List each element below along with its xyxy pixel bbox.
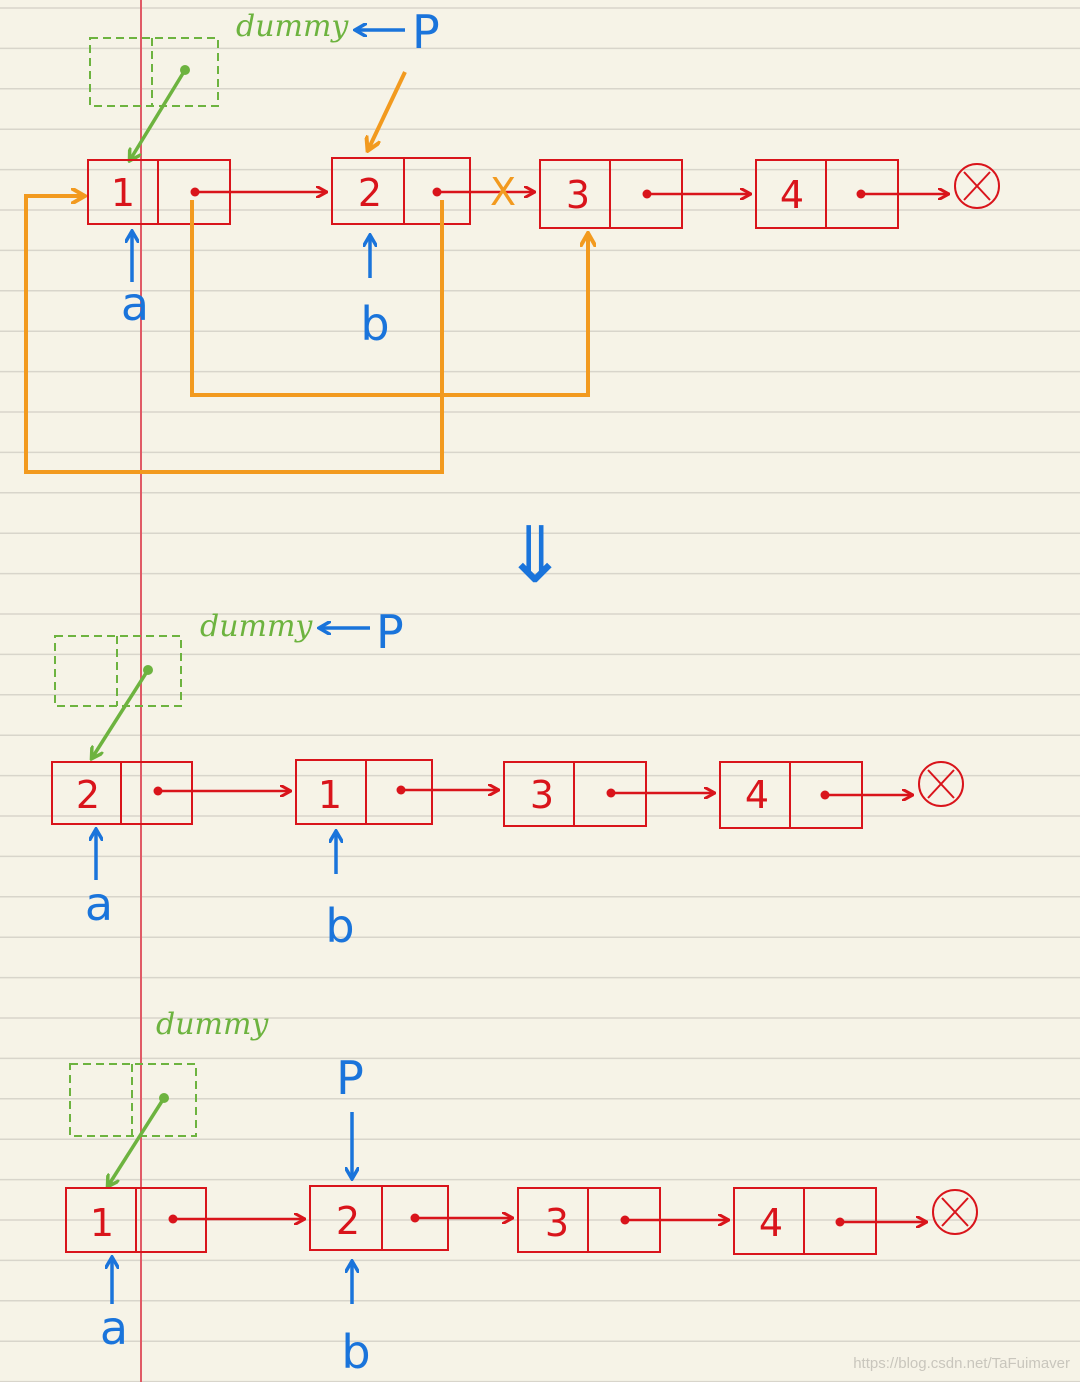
list-node: 2: [309, 1185, 449, 1251]
null-icon: [918, 761, 964, 807]
node-value: 2: [76, 773, 100, 817]
node-value: 4: [759, 1201, 783, 1245]
a-label: a: [121, 277, 149, 331]
rewire-a-to-c: [190, 200, 588, 397]
rewire-b-to-a: [24, 196, 444, 474]
dummy-next-arrow: [130, 69, 187, 160]
node-value: 4: [745, 773, 769, 817]
b-label: b: [341, 1325, 370, 1379]
node-value: 3: [545, 1201, 569, 1245]
a-label: a: [100, 1301, 128, 1355]
dummy-node: [54, 635, 182, 758]
dummy-label: dummy: [200, 609, 313, 644]
panel-before-swap: dummy P 1 2 3 4: [24, 5, 1000, 474]
dummy-label: dummy: [156, 1007, 269, 1042]
node-value: 3: [530, 773, 554, 817]
a-label: a: [85, 877, 113, 931]
node-value: 1: [90, 1201, 114, 1245]
list-node: 1: [295, 759, 433, 825]
ruled-lines: [0, 7, 1080, 1382]
watermark: https://blog.csdn.net/TaFuimaver: [853, 1355, 1070, 1372]
dummy-node: [69, 1063, 197, 1186]
panel-advance-pointers: dummy P 1 2 3 4: [65, 1007, 978, 1379]
transition-arrow-icon: ⇓: [502, 511, 567, 601]
dummy-label: dummy: [236, 9, 349, 44]
node-value: 1: [318, 773, 342, 817]
node-value: 1: [111, 171, 135, 215]
list-node: 1: [65, 1187, 207, 1253]
cut-mark: X: [490, 170, 516, 214]
list-node: 3: [539, 159, 683, 229]
p-label: P: [376, 605, 404, 659]
node-value: 3: [566, 173, 590, 217]
b-label: b: [325, 899, 354, 953]
node-value: 2: [358, 171, 382, 215]
null-icon: [954, 163, 1000, 209]
p-next-arrow: [368, 71, 407, 150]
dummy-next-arrow: [108, 1097, 166, 1186]
panel-after-swap: dummy P 2 1 3 4: [51, 605, 964, 953]
b-label: b: [360, 297, 389, 351]
p-label: P: [412, 5, 440, 59]
dummy-next-arrow: [92, 669, 150, 758]
dummy-node: [89, 37, 219, 160]
list-node: 2: [51, 761, 193, 825]
null-icon: [932, 1189, 978, 1235]
node-value: 2: [336, 1199, 360, 1243]
p-label: P: [336, 1051, 364, 1105]
node-value: 4: [780, 173, 804, 217]
